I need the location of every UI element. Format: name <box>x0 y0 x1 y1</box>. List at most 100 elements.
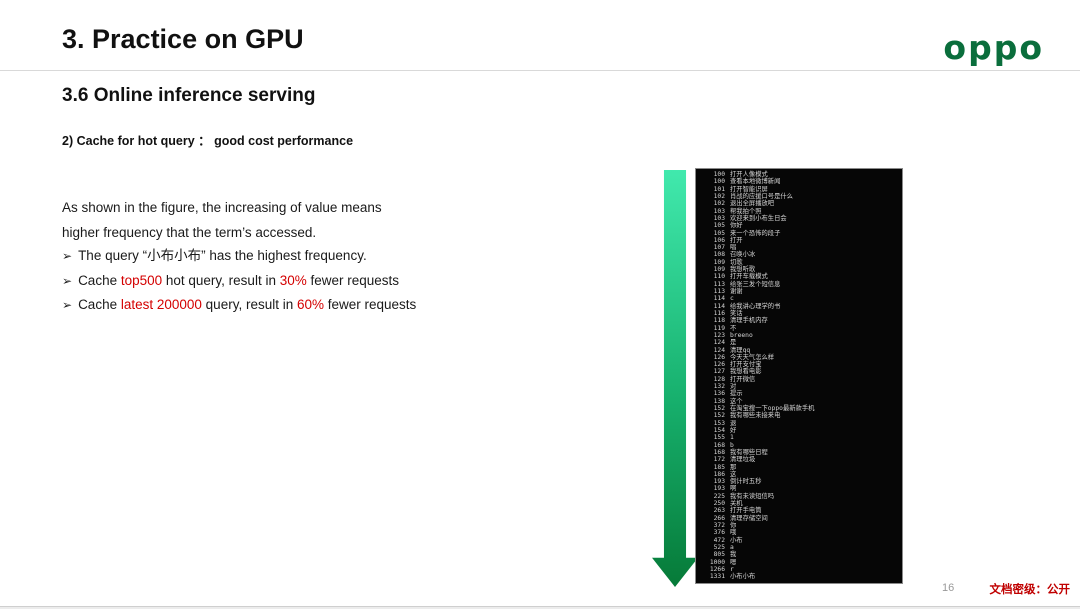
query-text: 谢谢 <box>730 288 743 295</box>
terminal-row: 123 breeno <box>699 332 899 339</box>
query-frequency-value: 372 <box>713 522 725 529</box>
query-text: 打开支付宝 <box>730 361 762 369</box>
query-text: 这 <box>730 470 737 478</box>
query-frequency-value: 126 <box>713 353 725 361</box>
query-frequency-value: 127 <box>713 368 725 376</box>
query-frequency-value: 114 <box>713 295 725 303</box>
query-text: 是 <box>730 339 737 347</box>
bullet-text: hot query, result in <box>162 272 280 288</box>
query-frequency-value: 1266 <box>709 565 725 573</box>
bottom-edge <box>0 606 1080 609</box>
query-frequency-value: 128 <box>713 375 725 383</box>
query-text: 小布小布 <box>730 573 756 581</box>
query-frequency-value: 193 <box>713 478 725 486</box>
query-frequency-value: 102 <box>713 200 725 208</box>
query-frequency-value: 152 <box>713 412 725 420</box>
query-frequency-value: 225 <box>713 492 725 500</box>
query-frequency-value: 266 <box>713 514 725 522</box>
query-frequency-value: 186 <box>713 470 725 478</box>
query-text: 给张三发个短信息 <box>730 280 781 288</box>
query-text: 来一个恐怖的段子 <box>730 229 781 237</box>
query-frequency-value: 136 <box>713 390 725 398</box>
query-text: 我有哪些日程 <box>730 448 768 456</box>
query-text: breeno <box>730 331 753 339</box>
bullet-item: ➢Cache latest 200000 query, result in 60… <box>62 293 416 318</box>
query-frequency-value: 102 <box>713 192 725 200</box>
bullet-text: Cache <box>78 272 121 288</box>
query-frequency-value: 126 <box>713 361 725 369</box>
query-text: 小布 <box>730 536 743 544</box>
query-frequency-value: 100 <box>713 171 725 178</box>
terminal-row: 127 我想看电影 <box>699 368 899 375</box>
query-frequency-value: 108 <box>713 251 725 259</box>
query-text: 切歌 <box>730 258 743 266</box>
query-frequency-value: 114 <box>713 302 725 310</box>
bullet-text: The query “小布小布” has the highest frequen… <box>78 248 367 263</box>
query-frequency-value: 100 <box>713 178 725 186</box>
highlight-text: 60% <box>296 297 324 312</box>
terminal-row: 805 我 <box>699 551 899 558</box>
query-frequency-value: 123 <box>713 331 725 339</box>
query-text: 1 <box>730 434 734 442</box>
bullet-arrow-icon: ➢ <box>62 249 73 263</box>
query-text: 清理手机内存 <box>730 317 768 325</box>
query-frequency-value: 116 <box>713 309 725 317</box>
query-frequency-value: 250 <box>713 500 725 508</box>
slide-subtitle: 2) Cache for hot query ： good cost perfo… <box>62 134 354 148</box>
query-text: 我想看电影 <box>730 368 762 376</box>
frequency-gradient-arrow-icon <box>652 170 698 587</box>
query-frequency-value: 103 <box>713 214 725 222</box>
query-frequency-value: 113 <box>713 280 725 288</box>
terminal-row: 113 给张三发个短信息 <box>699 281 899 288</box>
query-text: 打开智能识屏 <box>730 185 768 193</box>
query-frequency-value: 525 <box>713 543 725 551</box>
bullet-text: fewer requests <box>306 272 400 288</box>
terminal-row: 186 这 <box>699 471 899 478</box>
query-text: 我 <box>730 551 737 559</box>
bullet-text: query, result in <box>201 297 297 312</box>
page-title: 3. Practice on GPU <box>62 24 304 54</box>
query-text: 你好 <box>730 222 743 230</box>
query-text: 给我讲心理学的书 <box>730 302 781 310</box>
oppo-logo: oppo <box>943 28 1044 67</box>
query-text: 在淘宝搜一下oppo最新款手机 <box>730 405 815 412</box>
query-frequency-value: 119 <box>713 324 725 332</box>
highlight-text: top500 <box>120 272 163 288</box>
query-frequency-value: 124 <box>713 346 725 354</box>
body-paragraph: As shown in the figure, the increasing o… <box>62 195 382 245</box>
query-text: 啊 <box>730 485 737 493</box>
query-text: 关机 <box>730 500 743 508</box>
query-frequency-value: 154 <box>713 426 725 434</box>
query-text: 欢迎来到小布生日会 <box>730 214 787 222</box>
query-frequency-value: 805 <box>713 551 725 559</box>
bullet-arrow-icon: ➢ <box>62 298 73 312</box>
query-frequency-value: 153 <box>713 419 725 427</box>
query-frequency-value: 155 <box>713 434 725 442</box>
paragraph-line-2: higher frequency that the term’s accesse… <box>62 225 317 240</box>
